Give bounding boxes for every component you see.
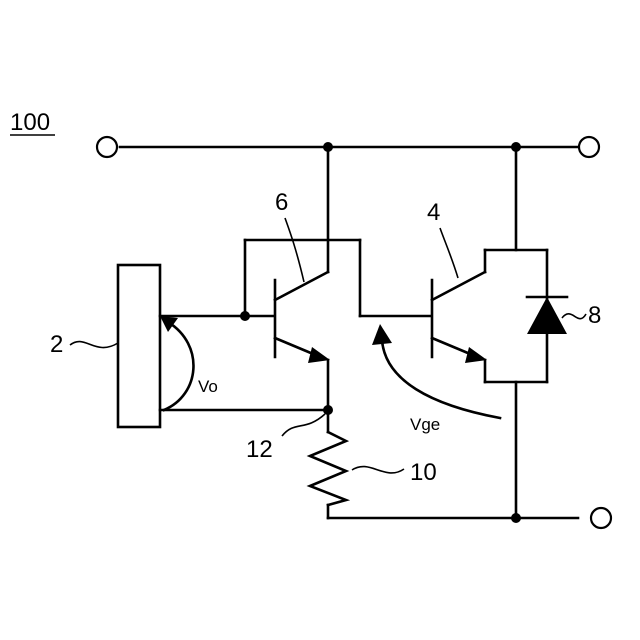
ref-8-label: 8 [588, 302, 601, 329]
terminal-top-left [97, 137, 117, 157]
terminal-bottom-right [591, 508, 611, 528]
ref-100-label: 100 [10, 109, 50, 136]
sensor-element [118, 265, 160, 427]
ref-4-leader [440, 228, 458, 278]
ref-4-label: 4 [427, 199, 440, 226]
transistor-4-collector [432, 272, 485, 300]
diode-8-triangle [527, 297, 567, 334]
vge-label: Vge [410, 415, 440, 434]
ref-2-label: 2 [50, 331, 63, 358]
ref-12-label: 12 [246, 436, 273, 463]
terminal-top-right [579, 137, 599, 157]
ref-6-label: 6 [275, 189, 288, 216]
ref-2-leader [70, 342, 118, 348]
ref-6-leader [285, 218, 304, 282]
vge-arrowhead [372, 324, 392, 345]
ref-10-label: 10 [410, 459, 437, 486]
ref-10-leader [352, 467, 404, 473]
vge-arrow [382, 340, 500, 418]
ref-8-leader [562, 314, 586, 319]
ref-12-leader [282, 414, 325, 436]
vo-label: Vo [198, 377, 218, 396]
resistor-10 [310, 432, 346, 505]
vo-arrow [164, 322, 193, 410]
vo-arrowhead [160, 316, 178, 332]
transistor-6-collector [275, 272, 328, 300]
